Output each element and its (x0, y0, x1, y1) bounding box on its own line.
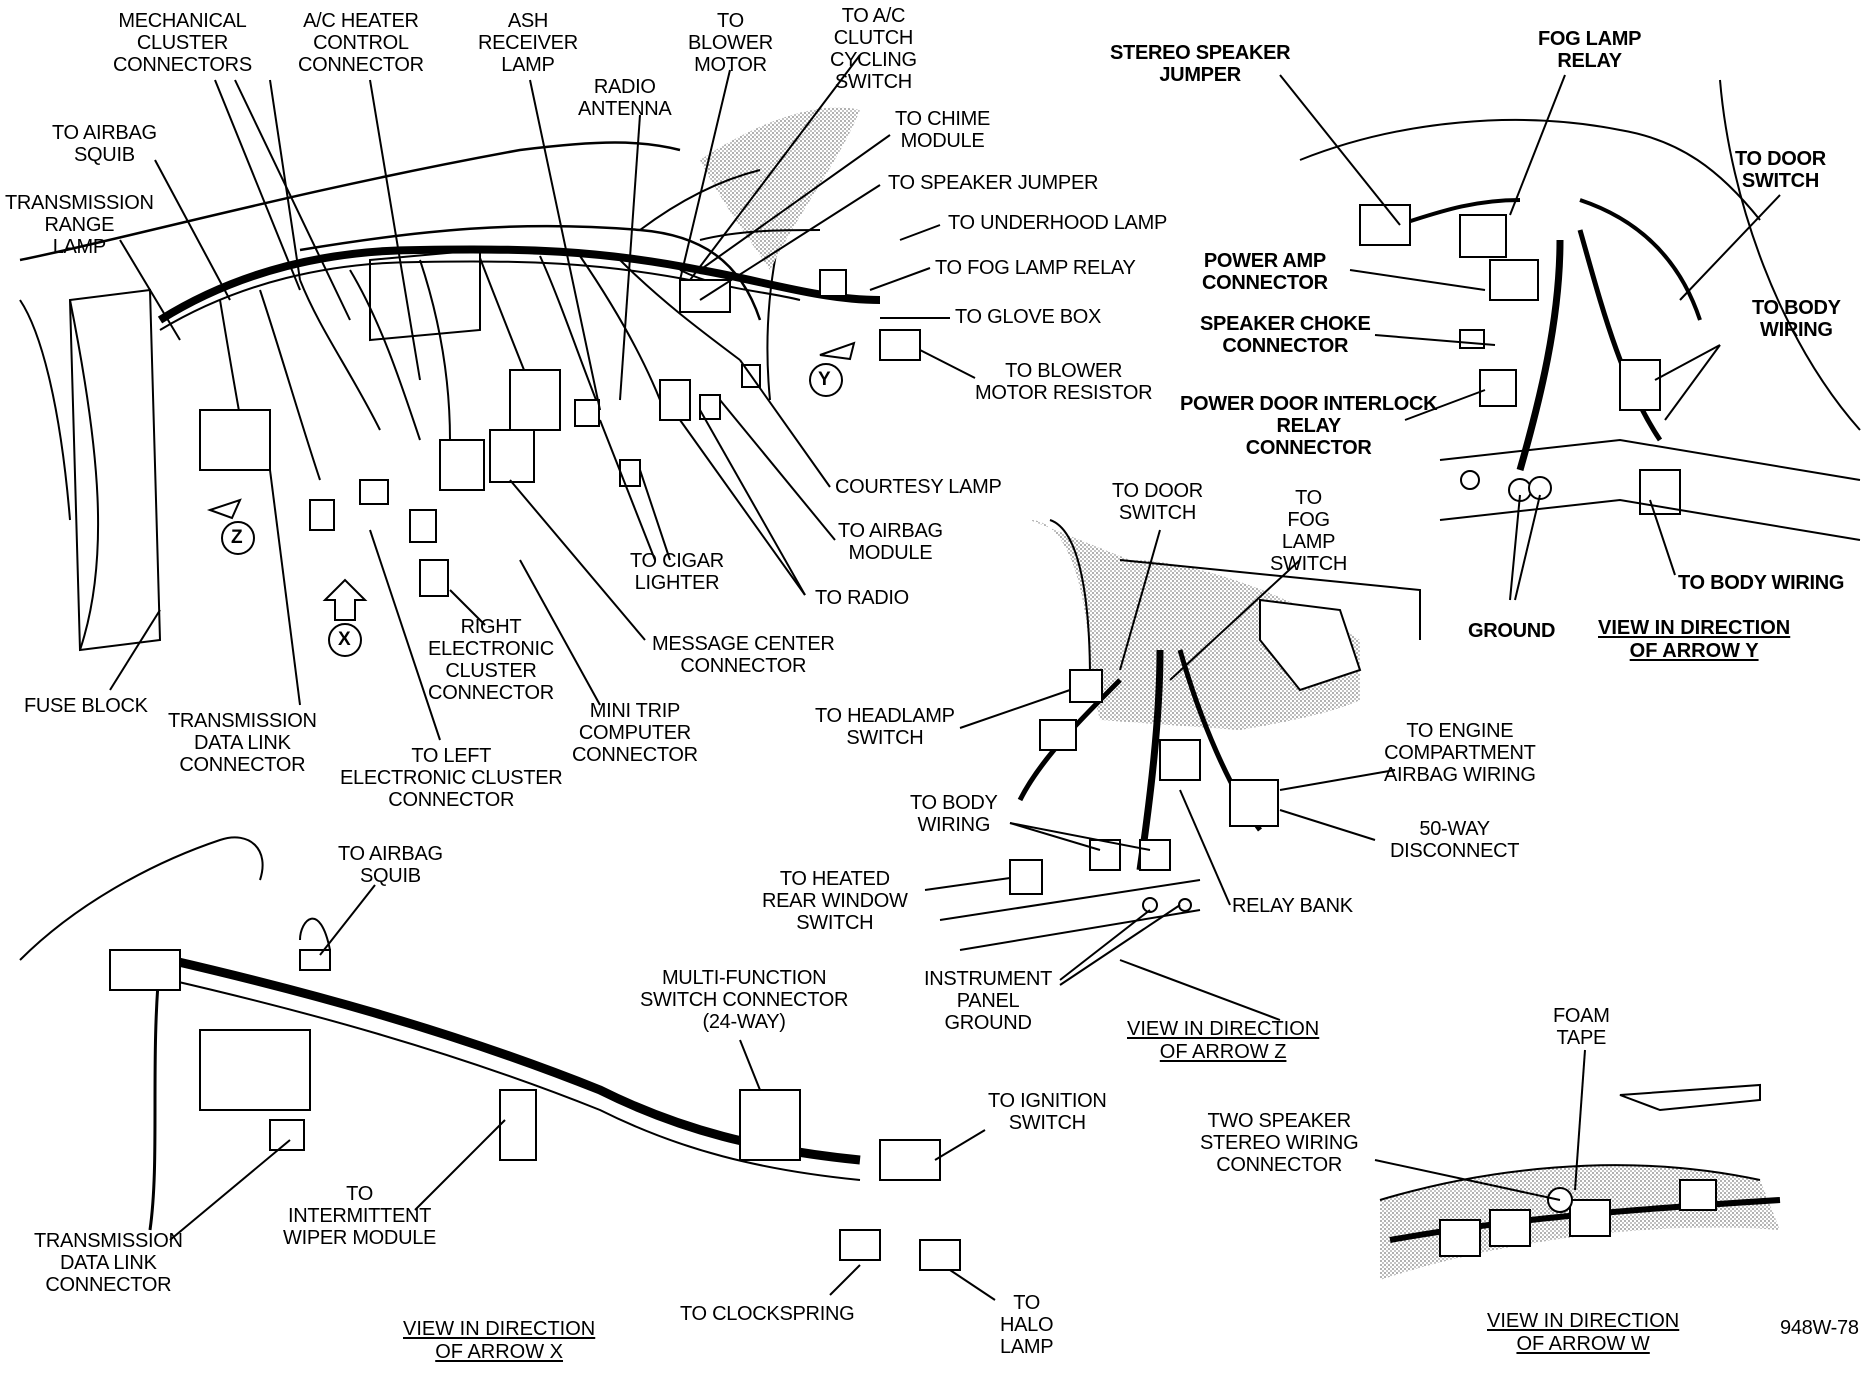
label-x-to-airbag-squib: TO AIRBAG SQUIB (338, 843, 443, 887)
label-to-ignition-switch: TO IGNITION SWITCH (988, 1090, 1107, 1134)
label-stereo-speaker-jumper: STEREO SPEAKER JUMPER (1110, 42, 1291, 86)
label-message-center-connector: MESSAGE CENTER CONNECTOR (652, 633, 835, 677)
arrow-letter-z: Z (231, 527, 243, 548)
label-to-blower-motor: TO BLOWER MOTOR (688, 10, 773, 76)
label-y-to-body-wiring-lower: TO BODY WIRING (1678, 572, 1845, 594)
label-z-to-body-wiring: TO BODY WIRING (910, 792, 998, 836)
view-x-leaders (169, 884, 996, 1301)
label-foam-tape: FOAM TAPE (1553, 1005, 1610, 1049)
label-to-intermittent-wiper-module: TO INTERMITTENT WIPER MODULE (283, 1183, 437, 1249)
label-to-airbag-squib: TO AIRBAG SQUIB (52, 122, 157, 166)
label-mini-trip-computer-connector: MINI TRIP COMPUTER CONNECTOR (572, 700, 698, 766)
label-50-way-disconnect: 50-WAY DISCONNECT (1390, 818, 1520, 862)
label-to-cigar-lighter: TO CIGAR LIGHTER (630, 550, 724, 594)
label-fuse-block: FUSE BLOCK (24, 695, 148, 717)
label-power-amp-connector: POWER AMP CONNECTOR (1202, 250, 1328, 294)
label-transmission-range-lamp: TRANSMISSION RANGE LAMP (5, 192, 154, 258)
label-power-door-interlock-relay-connector: POWER DOOR INTERLOCK RELAY CONNECTOR (1180, 393, 1438, 459)
label-to-headlamp-switch: TO HEADLAMP SWITCH (815, 705, 955, 749)
label-to-chime-module: TO CHIME MODULE (895, 108, 991, 152)
label-transmission-data-link-connector: TRANSMISSION DATA LINK CONNECTOR (168, 710, 317, 776)
view-w-artwork (1379, 1083, 1781, 1280)
label-ground: GROUND (1468, 620, 1556, 642)
label-x-transmission-data-link-connector: TRANSMISSION DATA LINK CONNECTOR (34, 1230, 183, 1296)
label-mechanical-cluster-connectors: MECHANICAL CLUSTER CONNECTORS (113, 10, 252, 76)
label-relay-bank: RELAY BANK (1232, 895, 1353, 917)
label-to-left-electronic-cluster-connector: TO LEFT ELECTRONIC CLUSTER CONNECTOR (340, 745, 563, 811)
label-z-to-door-switch: TO DOOR SWITCH (1112, 480, 1203, 524)
title-view-arrow-y: VIEW IN DIRECTION OF ARROW Y (1598, 617, 1791, 662)
label-to-radio: TO RADIO (815, 587, 909, 609)
label-multi-function-switch-connector: MULTI-FUNCTION SWITCH CONNECTOR (24-WAY) (640, 967, 849, 1033)
label-to-halo-lamp: TO HALO LAMP (1000, 1292, 1054, 1358)
figure-id: 948W-78 (1780, 1317, 1859, 1339)
title-view-arrow-w: VIEW IN DIRECTION OF ARROW W (1487, 1310, 1680, 1355)
view-z-leaders (924, 529, 1396, 986)
view-y-artwork (1299, 79, 1861, 541)
label-to-clockspring: TO CLOCKSPRING (680, 1303, 855, 1325)
arrow-letter-y: Y (818, 369, 831, 390)
label-to-airbag-module: TO AIRBAG MODULE (838, 520, 943, 564)
label-to-blower-motor-resistor: TO BLOWER MOTOR RESISTOR (975, 360, 1153, 404)
main-view-leaders (109, 54, 976, 741)
label-right-electronic-cluster-connector: RIGHT ELECTRONIC CLUSTER CONNECTOR (428, 616, 554, 704)
label-fog-lamp-relay: FOG LAMP RELAY (1538, 28, 1642, 72)
label-courtesy-lamp: COURTESY LAMP (835, 476, 1002, 498)
label-speaker-choke-connector: SPEAKER CHOKE CONNECTOR (1200, 313, 1371, 357)
main-view-artwork (19, 107, 921, 657)
view-w-leaders (1374, 1049, 1586, 1201)
label-instrument-panel-ground: INSTRUMENT PANEL GROUND (924, 968, 1053, 1034)
label-to-fog-lamp-switch: TO FOG LAMP SWITCH (1270, 487, 1348, 575)
label-to-ac-clutch-cycling-switch: TO A/C CLUTCH CYCLING SWITCH (830, 5, 917, 93)
label-to-engine-compartment-airbag-wiring: TO ENGINE COMPARTMENT AIRBAG WIRING (1384, 720, 1536, 786)
label-to-heated-rear-window-switch: TO HEATED REAR WINDOW SWITCH (762, 868, 908, 934)
label-radio-antenna: RADIO ANTENNA (578, 76, 672, 120)
label-to-fog-lamp-relay: TO FOG LAMP RELAY (935, 257, 1136, 279)
label-y-to-door-switch: TO DOOR SWITCH (1735, 148, 1826, 192)
view-x-artwork (19, 836, 961, 1271)
label-to-underhood-lamp: TO UNDERHOOD LAMP (948, 212, 1168, 234)
label-y-to-body-wiring-upper: TO BODY WIRING (1752, 297, 1841, 341)
title-view-arrow-x: VIEW IN DIRECTION OF ARROW X (403, 1318, 596, 1363)
label-ash-receiver-lamp: ASH RECEIVER LAMP (478, 10, 578, 76)
view-z-artwork (939, 519, 1421, 1021)
view-y-leaders (1279, 74, 1781, 601)
arrow-letter-x: X (338, 629, 351, 650)
label-ac-heater-control-connector: A/C HEATER CONTROL CONNECTOR (298, 10, 424, 76)
label-two-speaker-stereo-wiring-connector: TWO SPEAKER STEREO WIRING CONNECTOR (1200, 1110, 1359, 1176)
label-to-glove-box: TO GLOVE BOX (955, 306, 1102, 328)
title-view-arrow-z: VIEW IN DIRECTION OF ARROW Z (1127, 1018, 1320, 1063)
label-to-speaker-jumper: TO SPEAKER JUMPER (888, 172, 1099, 194)
